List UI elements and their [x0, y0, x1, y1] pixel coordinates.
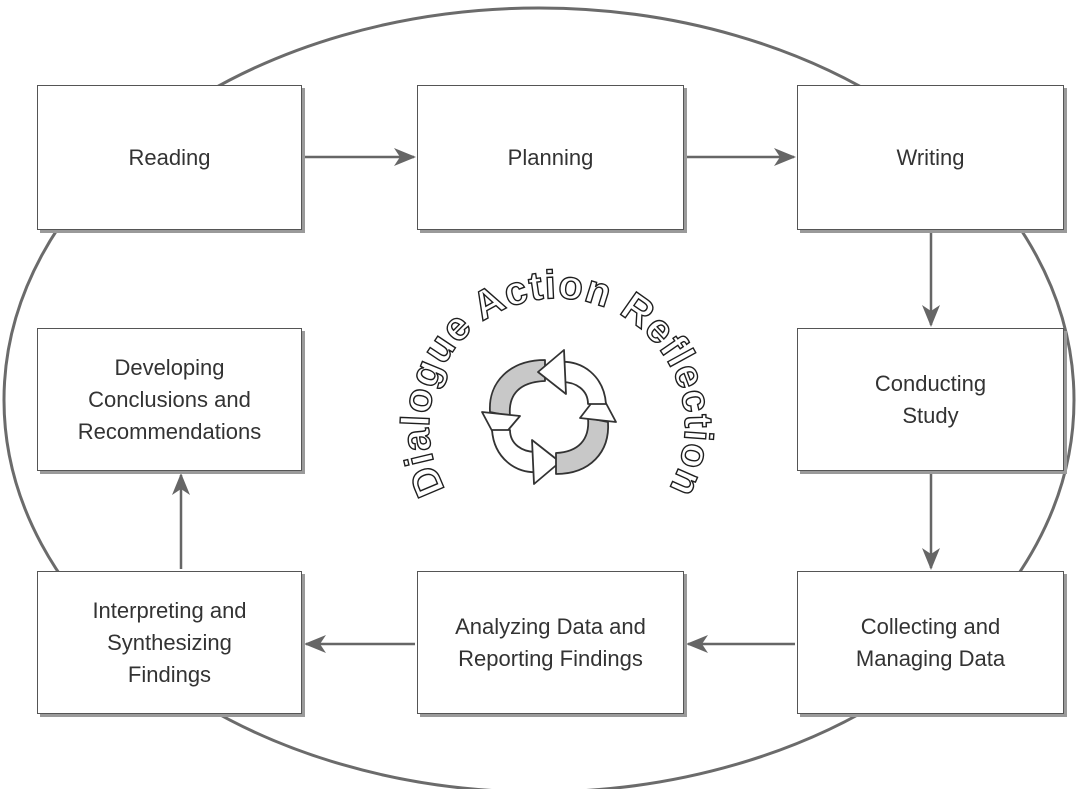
- step-writing-label: Writing: [896, 144, 965, 170]
- step-reading-label: Reading: [128, 144, 211, 170]
- step-developing-conclusions: Developing Conclusions and Recommendatio…: [37, 328, 302, 471]
- step-writing: Writing: [797, 85, 1064, 230]
- step-interpreting-findings-label: Interpreting and Synthesizing Findings: [92, 597, 247, 687]
- step-analyzing-data: Analyzing Data and Reporting Findings: [417, 571, 684, 714]
- step-planning-label: Planning: [507, 144, 594, 170]
- step-developing-conclusions-label: Developing Conclusions and Recommendatio…: [77, 354, 262, 444]
- step-reading: Reading: [37, 85, 302, 230]
- cycle-arrows-icon: [481, 349, 617, 485]
- step-collecting-data-label: Collecting and Managing Data: [855, 613, 1006, 671]
- step-analyzing-data-label: Analyzing Data and Reporting Findings: [455, 613, 646, 671]
- step-planning: Planning: [417, 85, 684, 230]
- step-conducting-study-label: Conducting Study: [874, 370, 987, 428]
- step-collecting-data: Collecting and Managing Data: [797, 571, 1064, 714]
- step-interpreting-findings: Interpreting and Synthesizing Findings: [37, 571, 302, 714]
- cycle-boundary-ellipse: [2, 6, 1076, 789]
- step-conducting-study: Conducting Study: [797, 328, 1064, 471]
